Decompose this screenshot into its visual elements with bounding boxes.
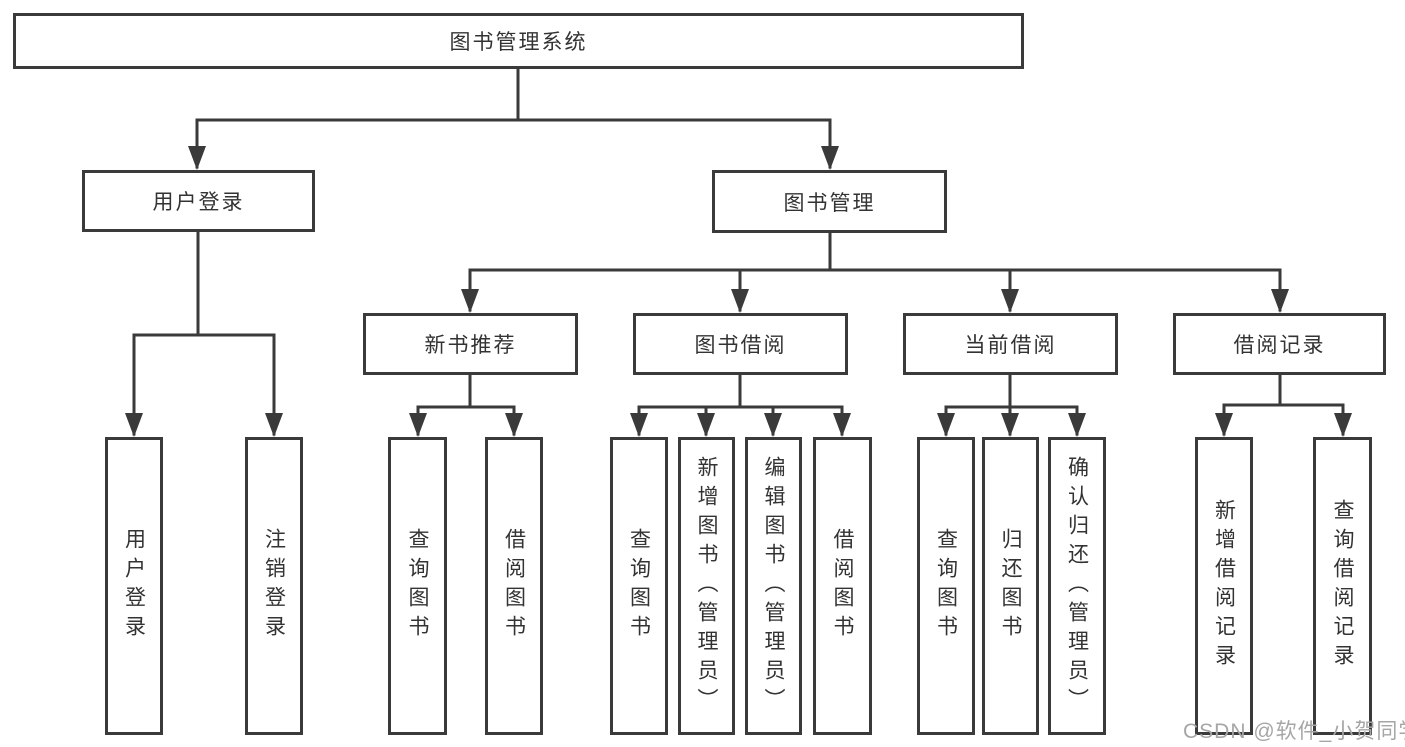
leaf-user-login: 用户登录 (105, 437, 163, 735)
node-label: 图书借阅 (694, 334, 787, 357)
leaf-query-books-recommend: 查询图书 (388, 437, 447, 735)
csdn-watermark: CSDN @软件_小贺同学 (1183, 720, 1405, 743)
trunk-current-borrowing (944, 373, 1079, 409)
leaf-query-borrow-record: 查询借阅记录 (1313, 437, 1372, 735)
leaf-edit-book-admin: 编辑图书（管理员） (745, 437, 802, 735)
leaf-logout: 注销登录 (245, 437, 303, 735)
node-label: 查询图书 (934, 528, 958, 644)
node-label: 编辑图书（管理员） (762, 455, 785, 717)
leaf-borrow-books-recommend: 借阅图书 (485, 437, 543, 735)
node-label: 注销登录 (262, 528, 286, 644)
trunk-root (195, 67, 832, 122)
node-label: 用户登录 (152, 191, 245, 214)
node-root-library-system: 图书管理系统 (13, 13, 1024, 69)
node-label: 新书推荐 (424, 334, 517, 357)
node-label: 确认归还（管理员） (1065, 455, 1089, 717)
leaf-query-books-borrow: 查询图书 (610, 437, 668, 735)
leaf-add-borrow-record: 新增借阅记录 (1195, 437, 1253, 735)
node-new-book-recommendation: 新书推荐 (363, 313, 578, 375)
node-user-login: 用户登录 (82, 170, 315, 232)
node-label: 归还图书 (999, 528, 1022, 644)
node-label: 查询图书 (627, 528, 651, 644)
node-label: 查询图书 (406, 528, 429, 644)
node-label: 借阅图书 (502, 528, 526, 644)
node-label: 借阅图书 (831, 528, 854, 644)
trunk-user-login (132, 230, 276, 337)
node-label: 查询借阅记录 (1331, 499, 1354, 673)
node-label: 借阅记录 (1233, 334, 1326, 357)
leaf-add-book-admin: 新增图书（管理员） (678, 437, 735, 735)
node-book-management: 图书管理 (712, 170, 947, 233)
node-label: 当前借阅 (964, 334, 1057, 357)
trunk-new-book-recommendation (416, 373, 516, 409)
node-label: 用户登录 (122, 528, 146, 644)
node-borrowing-records: 借阅记录 (1173, 313, 1386, 375)
trunk-book-borrowing (637, 373, 844, 409)
node-current-borrowing: 当前借阅 (903, 313, 1118, 375)
node-label: 新增图书（管理员） (695, 455, 718, 717)
trunk-book-management (468, 231, 1282, 272)
node-label: 图书管理系统 (449, 31, 588, 54)
leaf-borrow-books-borrow: 借阅图书 (813, 437, 872, 735)
leaf-query-books-current: 查询图书 (917, 437, 975, 735)
node-label: 图书管理 (783, 191, 876, 215)
node-label: 新增借阅记录 (1212, 499, 1236, 673)
trunk-borrowing-records (1222, 373, 1345, 407)
node-book-borrowing: 图书借阅 (633, 313, 848, 375)
leaf-confirm-return-admin: 确认归还（管理员） (1048, 437, 1106, 735)
leaf-return-book: 归还图书 (982, 437, 1039, 735)
